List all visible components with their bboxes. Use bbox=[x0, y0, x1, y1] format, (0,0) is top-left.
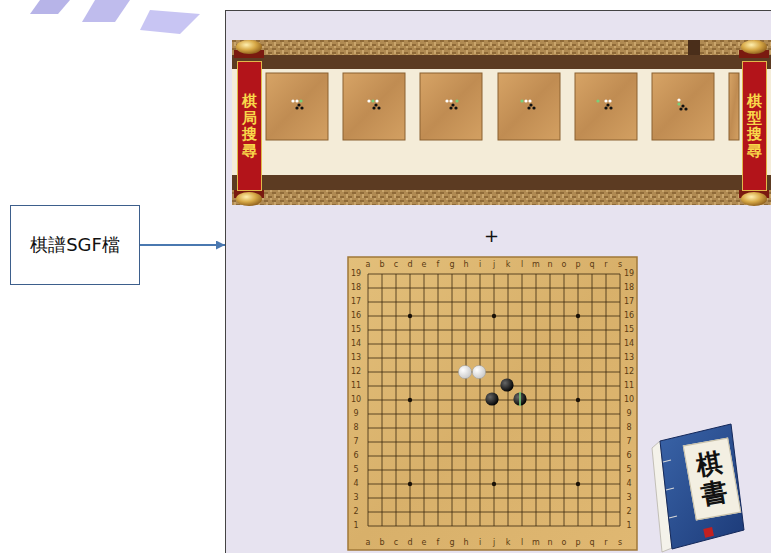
node-text: 棋譜SGF檔 bbox=[30, 233, 120, 257]
board-coordinate: e bbox=[422, 539, 427, 547]
board-coordinate: i bbox=[479, 261, 481, 269]
board-coordinate: 14 bbox=[624, 340, 634, 348]
board-coordinate: c bbox=[394, 539, 398, 547]
board-coordinate: m bbox=[532, 261, 540, 269]
board-coordinate: s bbox=[618, 539, 622, 547]
board-coordinate: e bbox=[422, 261, 427, 269]
board-coordinate: 10 bbox=[351, 396, 361, 404]
board-coordinate: b bbox=[379, 539, 384, 547]
board-coordinate: f bbox=[437, 539, 440, 547]
board-coordinate: a bbox=[366, 261, 371, 269]
input-file-box: 棋譜SGF檔 bbox=[10, 205, 140, 285]
board-coordinate: 5 bbox=[353, 466, 358, 474]
board-coordinate: 16 bbox=[624, 312, 634, 320]
go-board bbox=[348, 257, 637, 550]
board-coordinate: 1 bbox=[353, 522, 358, 530]
board-coordinate: l bbox=[521, 539, 523, 547]
board-coordinate: r bbox=[604, 539, 607, 547]
board-coordinate: 17 bbox=[351, 298, 361, 306]
board-coordinate: 2 bbox=[353, 508, 358, 516]
board-coordinate: g bbox=[449, 261, 454, 269]
pattern-search-scroll: 棋型搜尋 bbox=[742, 61, 767, 191]
board-coordinate: 5 bbox=[626, 466, 631, 474]
board-coordinate: k bbox=[506, 261, 511, 269]
node-text: 棋書 bbox=[694, 449, 730, 510]
board-coordinate: 15 bbox=[351, 326, 361, 334]
board-coordinate: 12 bbox=[624, 368, 634, 376]
board-coordinate: j bbox=[493, 261, 495, 269]
board-coordinate: c bbox=[394, 261, 398, 269]
node-text: 棋局搜尋 bbox=[242, 93, 257, 159]
board-coordinate: l bbox=[521, 261, 523, 269]
board-coordinate: 14 bbox=[351, 340, 361, 348]
board-coordinate: 7 bbox=[353, 438, 358, 446]
flow-arrow bbox=[140, 244, 225, 246]
board-coordinate: h bbox=[463, 261, 468, 269]
board-coordinate: 1 bbox=[626, 522, 631, 530]
board-coordinate: n bbox=[547, 539, 552, 547]
board-coordinate: 18 bbox=[351, 284, 361, 292]
board-coordinate: 19 bbox=[624, 270, 634, 278]
board-coordinate: 6 bbox=[626, 452, 631, 460]
board-coordinate: 6 bbox=[353, 452, 358, 460]
board-coordinate: 15 bbox=[624, 326, 634, 334]
board-coordinate: 9 bbox=[353, 410, 358, 418]
board-coordinate: 18 bbox=[624, 284, 634, 292]
book-icon bbox=[652, 424, 744, 552]
board-coordinate: a bbox=[366, 539, 371, 547]
board-coordinate: o bbox=[562, 539, 567, 547]
game-search-scroll: 棋局搜尋 bbox=[237, 61, 262, 191]
node-text: + bbox=[484, 227, 499, 245]
board-coordinate: 17 bbox=[624, 298, 634, 306]
board-coordinate: 4 bbox=[353, 480, 358, 488]
board-coordinate: m bbox=[532, 539, 540, 547]
board-coordinate: r bbox=[604, 261, 607, 269]
board-coordinate: h bbox=[463, 539, 468, 547]
board-coordinate: g bbox=[449, 539, 454, 547]
board-coordinate: n bbox=[547, 261, 552, 269]
board-coordinate: 12 bbox=[351, 368, 361, 376]
search-banner bbox=[232, 40, 771, 206]
board-coordinate: 11 bbox=[624, 382, 634, 390]
board-coordinate: o bbox=[562, 261, 567, 269]
board-coordinate: d bbox=[407, 261, 412, 269]
board-coordinate: 3 bbox=[353, 494, 358, 502]
board-coordinate: 9 bbox=[626, 410, 631, 418]
board-coordinate: 4 bbox=[626, 480, 631, 488]
panel-ground bbox=[225, 10, 771, 553]
board-coordinate: 11 bbox=[351, 382, 361, 390]
board-coordinate: d bbox=[407, 539, 412, 547]
node-text: 棋型搜尋 bbox=[747, 93, 762, 159]
board-coordinate: b bbox=[379, 261, 384, 269]
board-coordinate: 13 bbox=[351, 354, 361, 362]
board-coordinate: 8 bbox=[626, 424, 631, 432]
watermark bbox=[30, 0, 200, 34]
board-coordinate: i bbox=[479, 539, 481, 547]
board-coordinate: 3 bbox=[626, 494, 631, 502]
board-coordinate: q bbox=[589, 261, 594, 269]
board-coordinate: s bbox=[618, 261, 622, 269]
board-coordinate: q bbox=[589, 539, 594, 547]
board-coordinate: 19 bbox=[351, 270, 361, 278]
book-label: 棋書 bbox=[683, 438, 741, 521]
board-coordinate: p bbox=[575, 261, 580, 269]
board-coordinate: 13 bbox=[624, 354, 634, 362]
board-coordinate: 7 bbox=[626, 438, 631, 446]
board-coordinate: f bbox=[437, 261, 440, 269]
system-panel: + 棋局搜尋 棋型搜尋棋書 bbox=[225, 10, 771, 553]
board-coordinate: p bbox=[575, 539, 580, 547]
board-coordinate: 8 bbox=[353, 424, 358, 432]
board-coordinate: 10 bbox=[624, 396, 634, 404]
board-coordinate: k bbox=[506, 539, 511, 547]
board-coordinate: 2 bbox=[626, 508, 631, 516]
board-coordinate: 16 bbox=[351, 312, 361, 320]
board-coordinate: j bbox=[493, 539, 495, 547]
